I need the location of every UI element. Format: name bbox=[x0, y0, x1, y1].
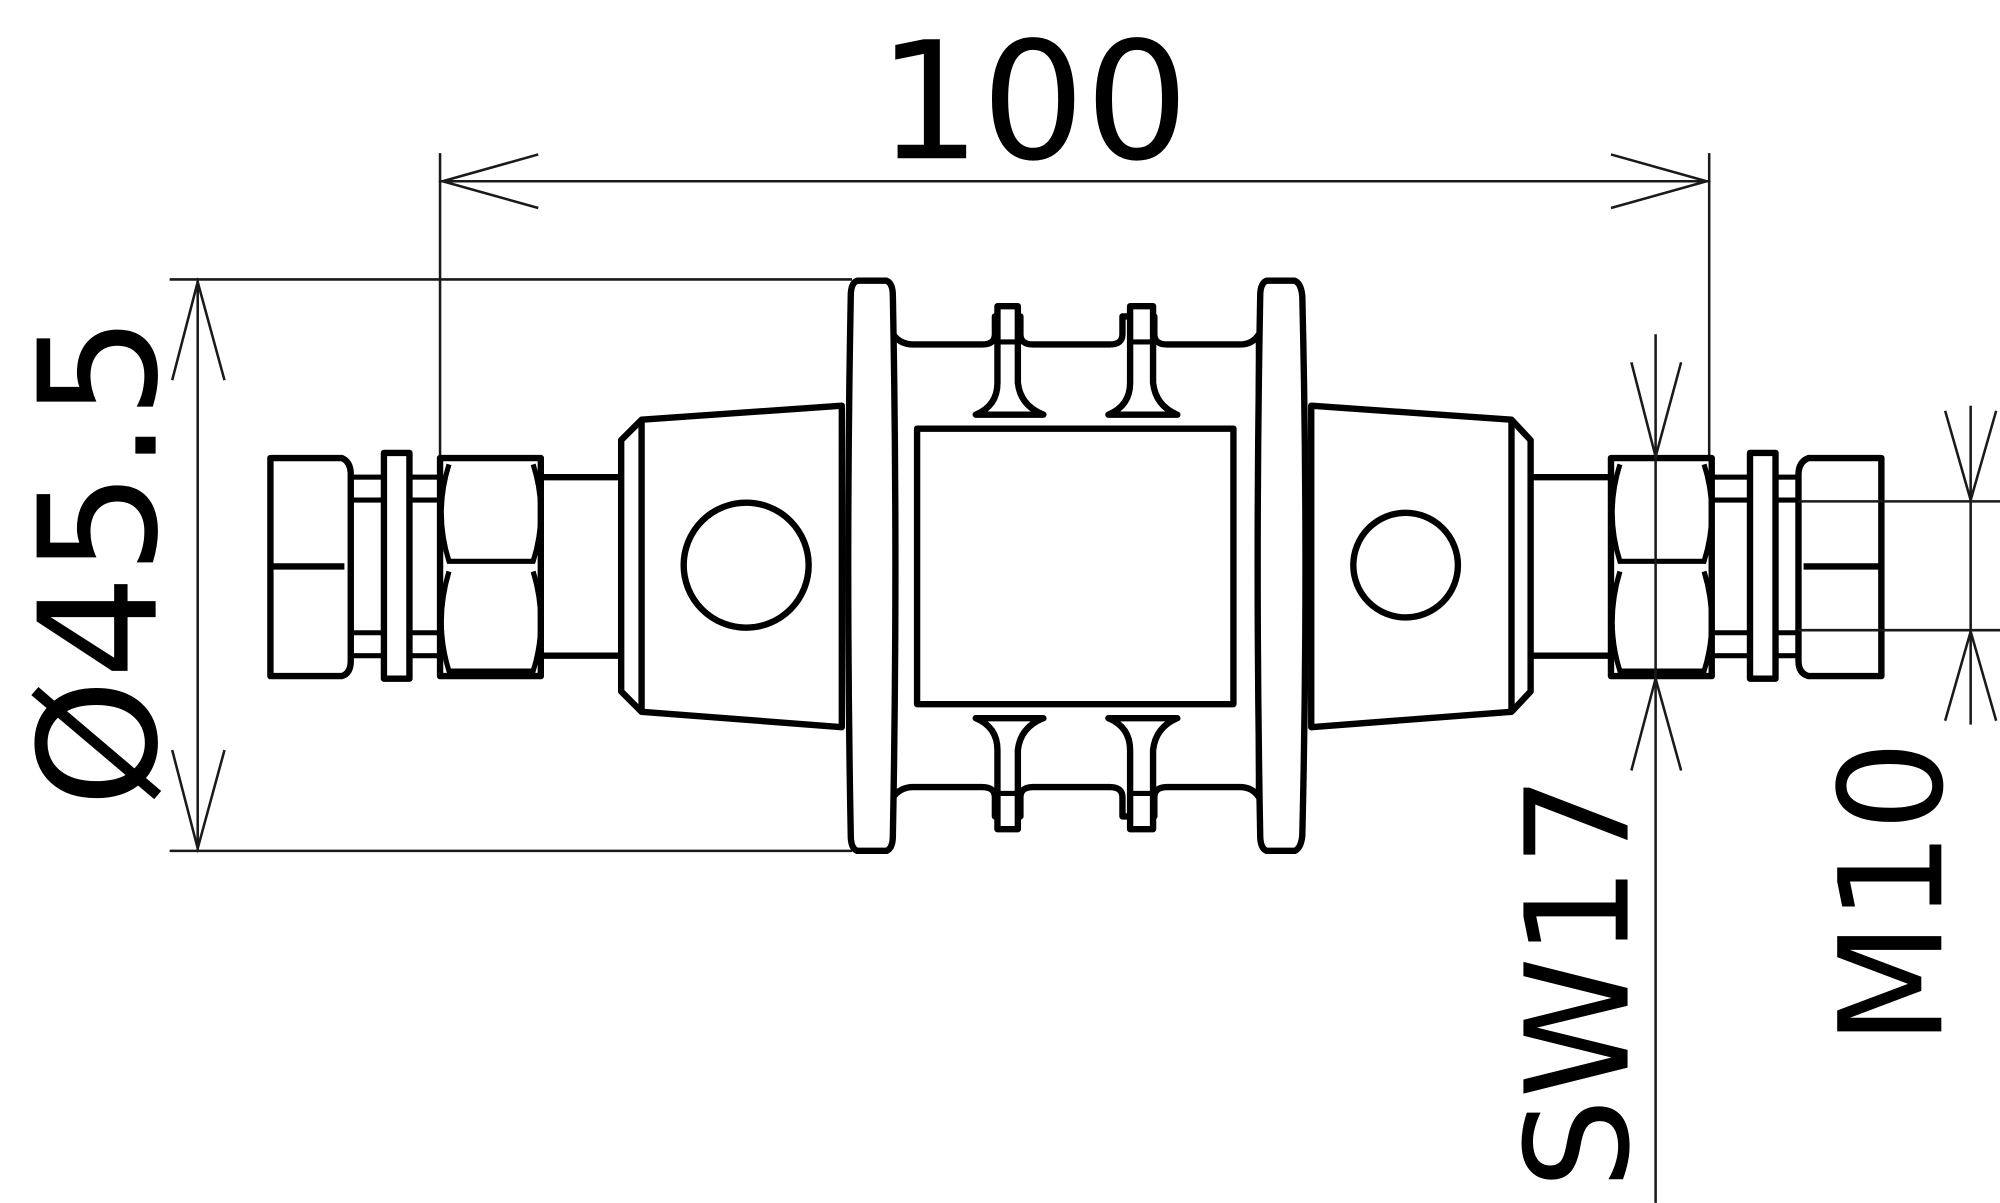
arrowhead-down-icon bbox=[1943, 410, 1998, 505]
arrowhead-bottom-icon bbox=[170, 749, 226, 854]
arrowhead-right-icon bbox=[1610, 153, 1712, 210]
nut-chamfer bbox=[1609, 463, 1715, 564]
nut-chamfer bbox=[1609, 570, 1715, 674]
left-lug bbox=[617, 402, 846, 731]
arrowhead-up-icon bbox=[1630, 673, 1683, 771]
left-threaded-end bbox=[267, 449, 628, 682]
central-window bbox=[913, 425, 1237, 708]
upper-pin-1 bbox=[972, 303, 1047, 418]
left-washer bbox=[380, 449, 413, 682]
arrowhead-top-icon bbox=[170, 277, 226, 381]
dimension-diameter: Ø45.5 bbox=[4, 277, 853, 854]
right-inner-hex-nut bbox=[1607, 454, 1715, 680]
dimension-wrench-size: SW17 bbox=[1495, 334, 1683, 1203]
arrowhead-up-icon bbox=[1943, 626, 1998, 722]
nut-chamfer bbox=[438, 570, 544, 674]
central-body bbox=[845, 277, 1309, 855]
right-lug-hole bbox=[1350, 509, 1462, 621]
arrowhead-left-icon bbox=[437, 153, 539, 210]
lower-pin-2 bbox=[1105, 715, 1181, 833]
arrowhead-down-icon bbox=[1630, 362, 1683, 462]
right-lug bbox=[1308, 402, 1534, 731]
dimension-label-diameter: Ø45.5 bbox=[4, 315, 195, 807]
left-inner-hex-nut bbox=[436, 454, 545, 680]
left-flange bbox=[845, 277, 899, 855]
nut-chamfer bbox=[438, 463, 544, 564]
dimension-label-sw17: SW17 bbox=[1495, 775, 1662, 1189]
dimension-label-100: 100 bbox=[877, 6, 1189, 197]
right-threaded-end bbox=[1528, 449, 1885, 682]
right-flange bbox=[1254, 277, 1309, 855]
dimension-label-m10: M10 bbox=[1808, 740, 1975, 1045]
right-washer bbox=[1746, 449, 1779, 682]
lower-pin-1 bbox=[972, 715, 1047, 833]
left-lug-hole bbox=[680, 499, 812, 631]
upper-pin-2 bbox=[1105, 303, 1181, 418]
dimension-length-100: 100 bbox=[437, 6, 1712, 462]
dimension-thread: M10 bbox=[1798, 405, 2000, 1045]
